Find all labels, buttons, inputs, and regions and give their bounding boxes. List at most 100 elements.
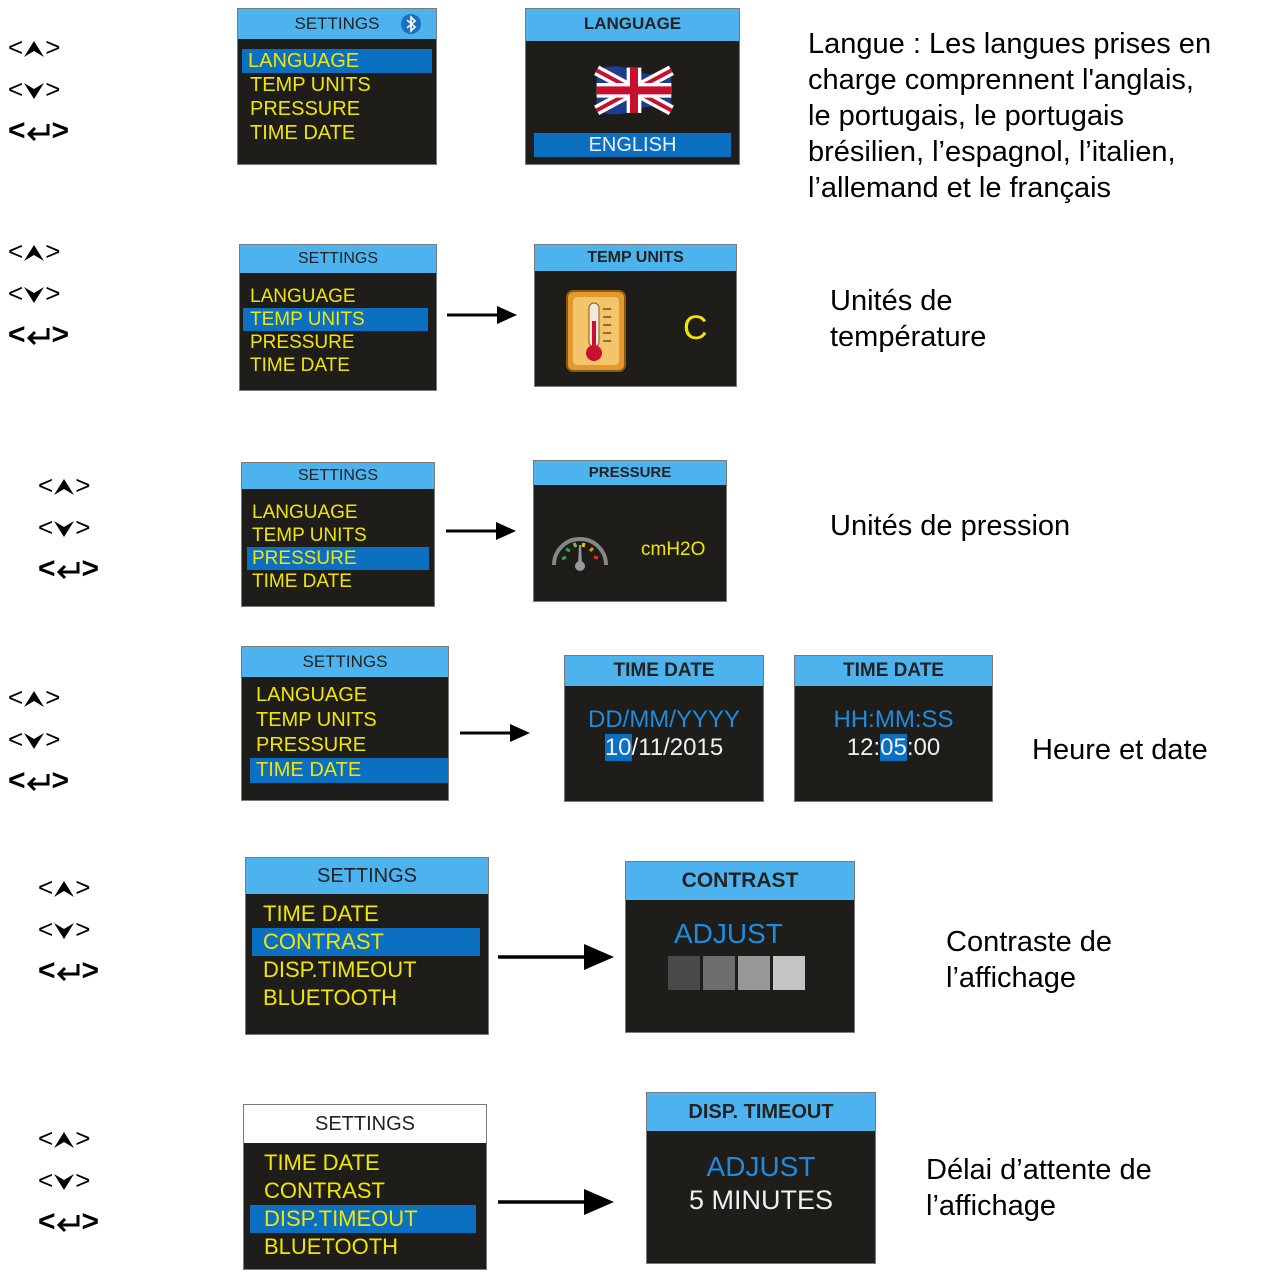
contrast-level[interactable] (668, 956, 700, 990)
bracket-right: > (45, 724, 61, 754)
uk-flag-icon (594, 59, 674, 124)
nav-key: <> (8, 230, 69, 272)
bracket-left: < (38, 470, 54, 500)
desc-line: Contraste de (946, 926, 1113, 958)
menu-item-pressure[interactable]: PRESSURE (250, 332, 355, 353)
screen-title: TIME DATE (613, 660, 715, 681)
bluetooth-icon (400, 13, 422, 45)
down-arrow-icon (53, 512, 75, 542)
contrast-level[interactable] (773, 956, 805, 990)
screen-header: TIME DATE (565, 656, 763, 686)
up-arrow-icon (53, 1123, 75, 1153)
bracket-left: < (38, 872, 54, 902)
timeout-adjust-label: ADJUST (706, 1151, 816, 1182)
nav-keys-5: <><><> (38, 866, 99, 992)
bracket-left: < (8, 318, 26, 351)
menu-item-disp-timeout[interactable]: DISP.TIMEOUT (263, 957, 417, 982)
menu-item-contrast[interactable]: CONTRAST (264, 1178, 385, 1203)
contrast-level[interactable] (703, 956, 735, 990)
bracket-right: > (75, 914, 91, 944)
pressure-unit-value[interactable]: cmH2O (641, 539, 706, 560)
time-value: 12:05:00 (795, 734, 992, 762)
down-arrow-icon (23, 724, 45, 754)
screen-header: SETTINGS (246, 858, 488, 894)
desc-line: brésilien, l’espagnol, l’italien, (808, 136, 1176, 168)
time-minutes-field[interactable]: 05 (880, 734, 907, 761)
menu-item-contrast[interactable]: CONTRAST (252, 928, 480, 956)
desc-line: Langue : Les langues prises en (808, 28, 1212, 60)
menu-item-language[interactable]: LANGUAGE (252, 502, 358, 523)
bracket-right: > (81, 1205, 100, 1238)
desc-line: l’affichage (946, 962, 1077, 994)
language-screen: LANGUAGE ENGLISH (525, 8, 740, 165)
screen-title: SETTINGS (297, 467, 378, 484)
menu-item-temp-units[interactable]: TEMP UNITS (243, 308, 428, 331)
nav-key: <> (38, 1201, 99, 1243)
screen-header: SETTINGS (240, 245, 436, 273)
bracket-left: < (38, 552, 56, 585)
bracket-right: > (51, 764, 70, 797)
nav-key: <> (8, 676, 69, 718)
menu-item-temp-units[interactable]: TEMP UNITS (250, 74, 371, 96)
arrow-icon (447, 306, 517, 324)
nav-keys-3: <><><> (38, 464, 99, 590)
bracket-right: > (51, 318, 70, 351)
bracket-left: < (8, 236, 24, 266)
bracket-left: < (38, 1123, 54, 1153)
menu-item-bluetooth[interactable]: BLUETOOTH (264, 1234, 399, 1259)
menu-item-language[interactable]: LANGUAGE (256, 684, 368, 706)
bracket-left: < (8, 764, 26, 797)
up-arrow-icon (23, 682, 45, 712)
up-arrow-icon (23, 32, 45, 62)
desc-line: Délai d’attente de (926, 1154, 1152, 1186)
date-day-field[interactable]: 10 (604, 734, 632, 761)
nav-keys-2: <><><> (8, 230, 69, 356)
desc-line: le portugais, le portugais (808, 100, 1124, 132)
menu-item-pressure[interactable]: PRESSURE (250, 98, 361, 120)
desc-line: Heure et date (1032, 734, 1208, 766)
screen-header: PRESSURE (534, 461, 726, 485)
screen-header: CONTRAST (626, 862, 854, 900)
nav-key: <> (8, 110, 69, 152)
menu-item-time-date[interactable]: TIME DATE (252, 571, 352, 592)
menu-item-pressure[interactable]: PRESSURE (256, 734, 367, 756)
menu-item-disp-timeout[interactable]: DISP.TIMEOUT (250, 1205, 476, 1233)
desc-line: l’affichage (926, 1190, 1057, 1222)
language-value[interactable]: ENGLISH (534, 133, 731, 157)
menu-item-time-date[interactable]: TIME DATE (250, 122, 356, 144)
settings-screen-6: SETTINGS TIME DATE CONTRAST DISP.TIMEOUT… (243, 1104, 487, 1270)
contrast-level[interactable] (738, 956, 770, 990)
nav-keys-1: <><><> (8, 26, 69, 152)
pressure-screen: PRESSURE cmH2O (533, 460, 727, 602)
menu-item-time-date[interactable]: TIME DATE (250, 355, 350, 376)
bracket-left: < (38, 1205, 56, 1238)
screen-header: SETTINGS (242, 463, 434, 489)
menu-item-temp-units[interactable]: TEMP UNITS (256, 709, 377, 731)
menu-item-language[interactable]: LANGUAGE (250, 286, 356, 307)
nav-key: <> (38, 506, 99, 548)
desc-line: charge comprennent l'anglais, (808, 64, 1194, 96)
date-format: DD/MM/YYYY (587, 706, 740, 733)
bracket-right: > (45, 682, 61, 712)
menu-item-bluetooth[interactable]: BLUETOOTH (263, 985, 398, 1010)
bracket-left: < (8, 114, 26, 147)
desc-line: Unités de (830, 285, 953, 317)
menu-item-pressure[interactable]: PRESSURE (247, 547, 429, 570)
settings-screen-3: SETTINGS LANGUAGE TEMP UNITS PRESSURE TI… (241, 462, 435, 607)
arrow-icon (460, 724, 530, 742)
pressure-description: Unités de pression (830, 508, 1070, 544)
temp-units-screen: TEMP UNITS C (534, 244, 737, 387)
menu-item-time-date[interactable]: TIME DATE (264, 1150, 380, 1175)
menu-item-language[interactable]: LANGUAGE (242, 49, 432, 73)
menu-item-temp-units[interactable]: TEMP UNITS (252, 525, 367, 546)
contrast-levels[interactable] (668, 956, 805, 990)
timeout-value[interactable]: 5 MINUTES (688, 1185, 834, 1215)
nav-key: <> (8, 314, 69, 356)
menu-item-time-date[interactable]: TIME DATE (263, 901, 379, 926)
time-screen: TIME DATE HH:MM:SS 12:05:00 (794, 655, 993, 802)
menu-item-time-date[interactable]: TIME DATE (250, 758, 448, 783)
temp-unit-value[interactable]: C (683, 309, 708, 347)
down-arrow-icon (23, 278, 45, 308)
settings-menu: TIME DATE CONTRAST DISP.TIMEOUT BLUETOOT… (244, 1149, 486, 1261)
settings-menu: LANGUAGE TEMP UNITS PRESSURE TIME DATE (238, 49, 436, 145)
